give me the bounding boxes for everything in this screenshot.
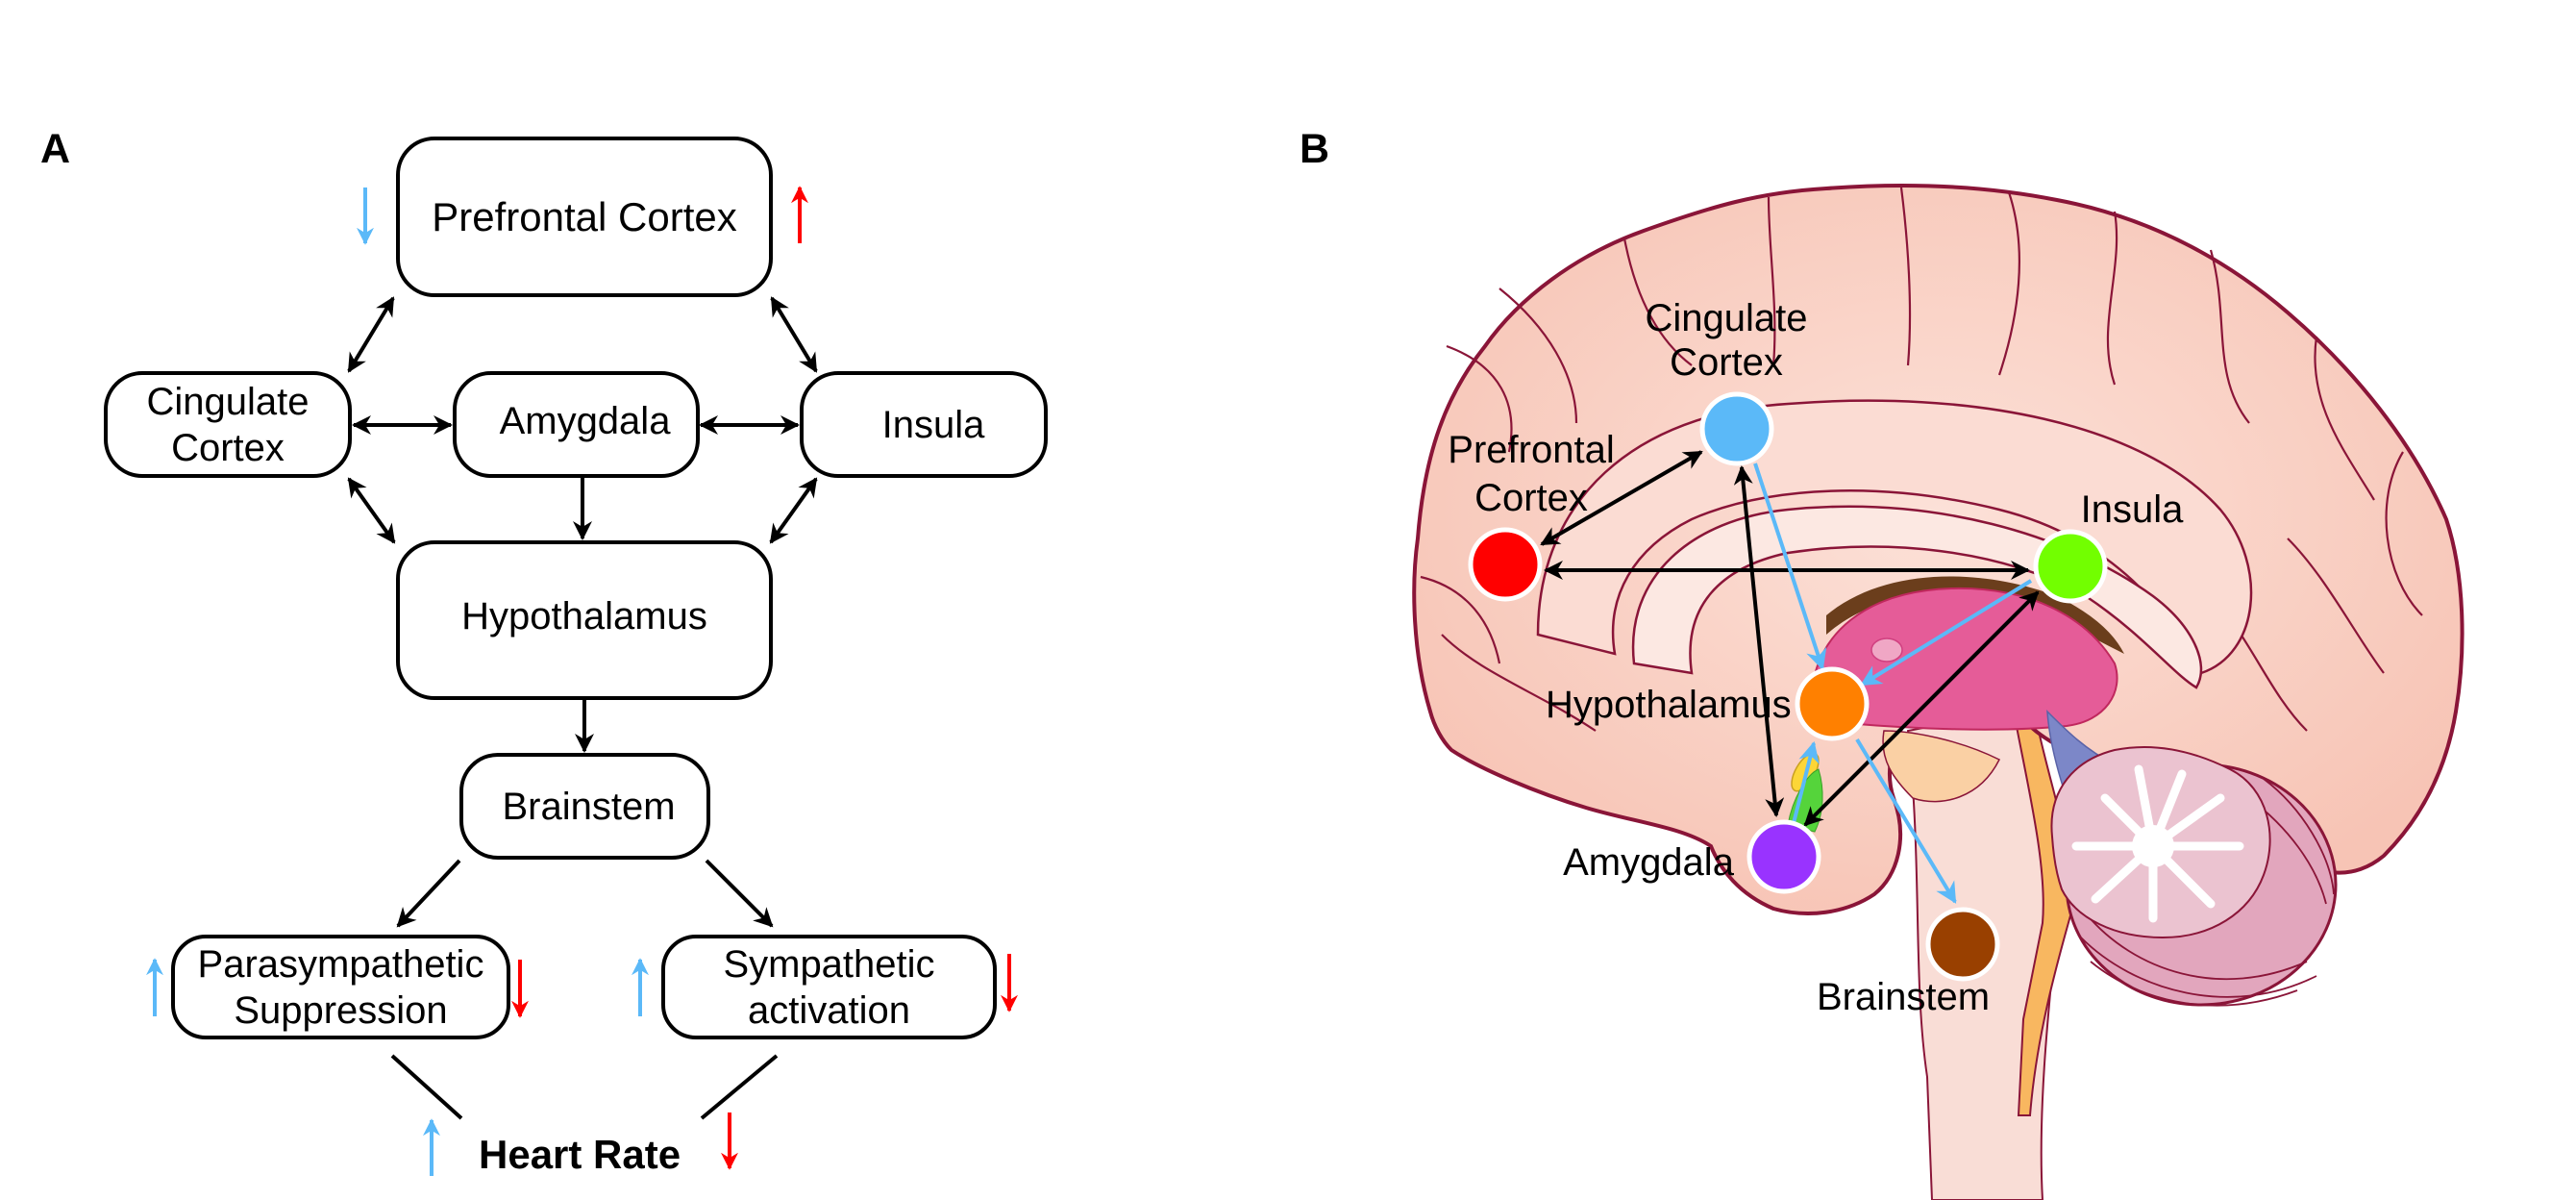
label-line-2: Cortex [1474, 477, 1588, 519]
node-amygdala: Amygdala [453, 371, 700, 478]
panel-label-a: A [40, 126, 71, 172]
brain-edge-hypothalamus-brainstem [1855, 738, 1957, 904]
node-label-line-2: Cortex [171, 426, 285, 469]
region-node-insula[interactable] [2033, 529, 2108, 604]
fourth-ventricle-strip [2012, 700, 2078, 1116]
node-label-line-2: activation [748, 988, 910, 1032]
brain-edge-cingulate-amygdala [1733, 465, 1785, 817]
label-line-1: Cingulate [1645, 297, 1808, 339]
edge-insula-hypothalamus [769, 477, 818, 544]
node-insula: Insula [800, 371, 1048, 478]
region-label-prefrontal: Prefrontal Cortex [1444, 426, 1619, 522]
line-parasympathetic-heartrate [390, 1054, 463, 1120]
edge-brainstem-sympathetic [705, 859, 774, 928]
node-sympathetic-activation: Sympathetic activation [661, 935, 997, 1039]
brain-edge-cingulate-hypothalamus [1753, 462, 1827, 671]
brain-edge-insula-hypothalamus [1860, 579, 2033, 687]
node-label: Hypothalamus [461, 595, 707, 638]
label-line-1: Hypothalamus [1546, 684, 1792, 726]
brain-edge-insula-amygdala [1803, 590, 2040, 827]
edge-prefrontal-cingulate [347, 296, 395, 373]
region-node-prefrontal[interactable] [1468, 527, 1543, 602]
edge-prefrontal-insula [770, 296, 818, 373]
region-node-hypothalamus[interactable] [1795, 666, 1870, 741]
node-cingulate-cortex: Cingulate Cortex [104, 371, 352, 478]
node-label: Amygdala [499, 399, 671, 442]
edge-cingulate-hypothalamus [347, 477, 396, 544]
node-label-line-1: Cingulate [146, 380, 310, 423]
edge-brainstem-parasympathetic [396, 859, 461, 928]
region-node-cingulate[interactable] [1699, 391, 1774, 466]
panel-label-b: B [1300, 126, 1330, 172]
brain-edge-prefrontal-cingulate [1540, 450, 1703, 546]
node-label: Prefrontal Cortex [432, 194, 737, 239]
cerebellum [2050, 745, 2338, 1007]
region-label-brainstem: Brainstem [1811, 975, 1995, 1019]
region-node-amygdala[interactable] [1746, 819, 1821, 894]
node-parasympathetic-suppression: Parasympathetic Suppression [171, 935, 510, 1039]
region-label-hypothalamus: Hypothalamus [1546, 683, 1792, 727]
label-line-1: Prefrontal [1448, 429, 1615, 471]
line-sympathetic-heartrate [700, 1054, 779, 1120]
node-brainstem: Brainstem [459, 753, 710, 860]
region-label-amygdala: Amygdala [1559, 840, 1738, 885]
label-line-1: Insula [2080, 488, 2184, 531]
label-line-2: Cortex [1670, 341, 1783, 384]
brain-edge-amygdala-hypothalamus [1792, 740, 1820, 824]
region-label-insula: Insula [2076, 488, 2188, 532]
label-line-1: Amygdala [1563, 841, 1734, 884]
node-label-line-1: Parasympathetic [197, 942, 484, 986]
node-label: Brainstem [502, 785, 676, 828]
node-label: Insula [881, 403, 985, 446]
pineal-spot [1870, 638, 1903, 662]
node-prefrontal-cortex: Prefrontal Cortex [396, 137, 773, 297]
heart-rate-label: Heart Rate [479, 1132, 681, 1177]
node-label-line-1: Sympathetic [723, 942, 935, 986]
node-hypothalamus: Hypothalamus [396, 540, 773, 700]
label-line-1: Brainstem [1816, 976, 1991, 1018]
region-label-cingulate: Cingulate Cortex [1640, 296, 1813, 385]
region-node-brainstem[interactable] [1925, 907, 2000, 982]
node-label-line-2: Suppression [234, 988, 448, 1032]
